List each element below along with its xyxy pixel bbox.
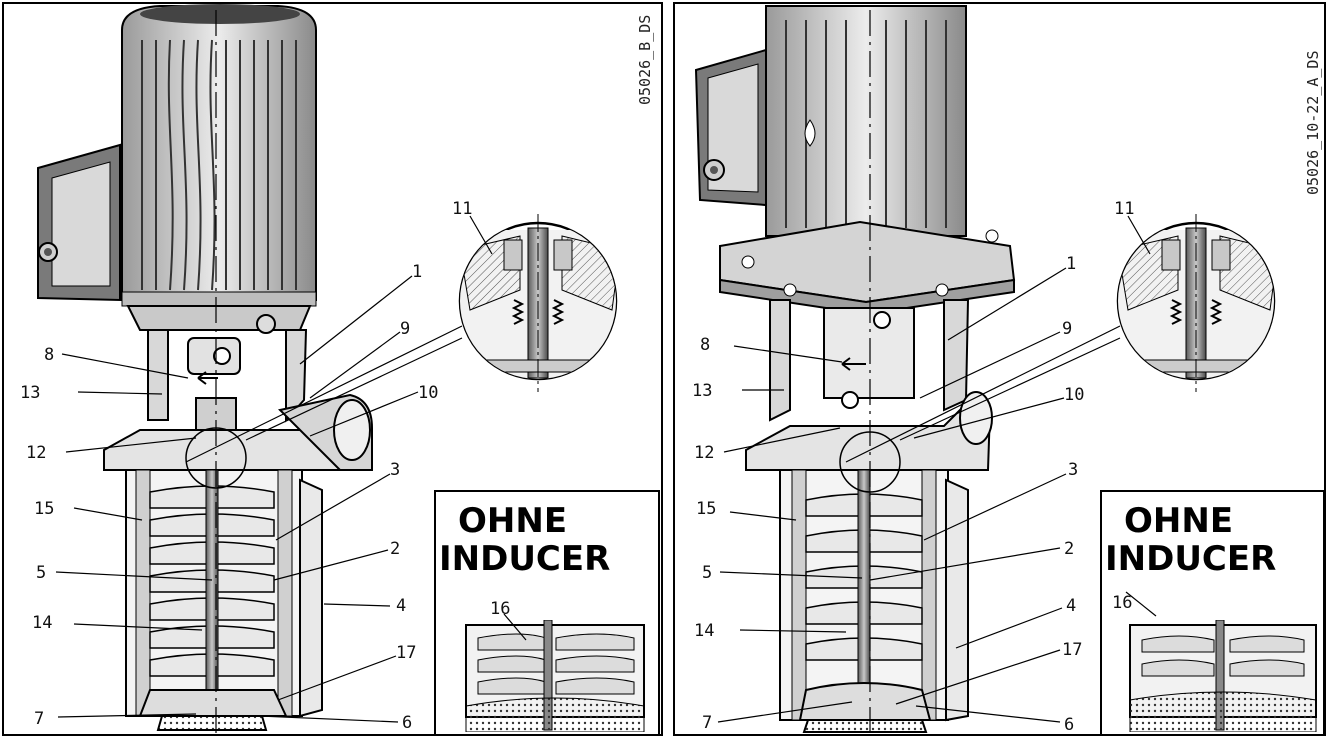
callout-8: 8 [44, 345, 54, 365]
callout-7: 7 [702, 713, 712, 733]
callout-6: 6 [402, 713, 412, 733]
left-inset-title-line2: INDUCER [439, 539, 610, 579]
callout-5: 5 [36, 563, 46, 583]
right-inset-title-line2: INDUCER [1105, 539, 1276, 579]
callout-11: 11 [452, 199, 472, 219]
callout-1: 1 [412, 262, 422, 282]
left-callouts: 1 9 10 8 13 12 3 15 2 5 4 14 17 7 6 11 1… [20, 199, 510, 733]
callout-14: 14 [694, 621, 714, 641]
right-inset: OHNE INDUCER [1100, 490, 1325, 736]
callout-15: 15 [34, 499, 54, 519]
right-motor [694, 5, 967, 237]
left-inset-title-line1: OHNE [458, 501, 567, 541]
callout-9: 9 [400, 319, 410, 339]
callout-14: 14 [32, 613, 52, 633]
callout-4: 4 [396, 596, 406, 616]
right-pump-stack [779, 469, 969, 733]
right-panel: 05026_10-22_A_DS [673, 2, 1326, 736]
right-callouts: 1 9 10 8 13 12 3 15 2 5 4 14 17 7 6 11 1… [692, 199, 1134, 735]
callout-11: 11 [1114, 199, 1134, 219]
right-inset-title-line1: OHNE [1124, 501, 1233, 541]
left-pump-stack [125, 469, 323, 731]
left-lantern [126, 305, 312, 423]
callout-13: 13 [692, 381, 712, 401]
right-flange [719, 220, 1016, 316]
right-seal-detail [839, 214, 1276, 493]
left-panel: 05026_B_DS [2, 2, 663, 736]
callout-1: 1 [1066, 254, 1076, 274]
callout-3: 3 [1068, 460, 1078, 480]
callout-10: 10 [418, 383, 438, 403]
callout-17: 17 [1062, 640, 1082, 660]
callout-12: 12 [26, 443, 46, 463]
right-drawing-code: 05026_10-22_A_DS [1304, 51, 1322, 196]
callout-8: 8 [700, 335, 710, 355]
callout-6: 6 [1064, 715, 1074, 735]
left-drawing-code: 05026_B_DS [636, 15, 654, 105]
callout-16: 16 [490, 599, 510, 619]
callout-15: 15 [696, 499, 716, 519]
leader-lines [55, 215, 1157, 723]
callout-4: 4 [1066, 596, 1076, 616]
callout-17: 17 [396, 643, 416, 663]
callout-5: 5 [702, 563, 712, 583]
callout-2: 2 [1064, 539, 1074, 559]
callout-3: 3 [390, 460, 400, 480]
callout-2: 2 [390, 539, 400, 559]
left-seal-detail [185, 214, 618, 489]
callout-9: 9 [1062, 319, 1072, 339]
left-motor [37, 4, 317, 307]
callout-13: 13 [20, 383, 40, 403]
callout-12: 12 [694, 443, 714, 463]
callout-7: 7 [34, 709, 44, 729]
callout-16: 16 [1112, 593, 1132, 613]
callout-10: 10 [1064, 385, 1084, 405]
left-inset: OHNE INDUCER [434, 490, 660, 736]
